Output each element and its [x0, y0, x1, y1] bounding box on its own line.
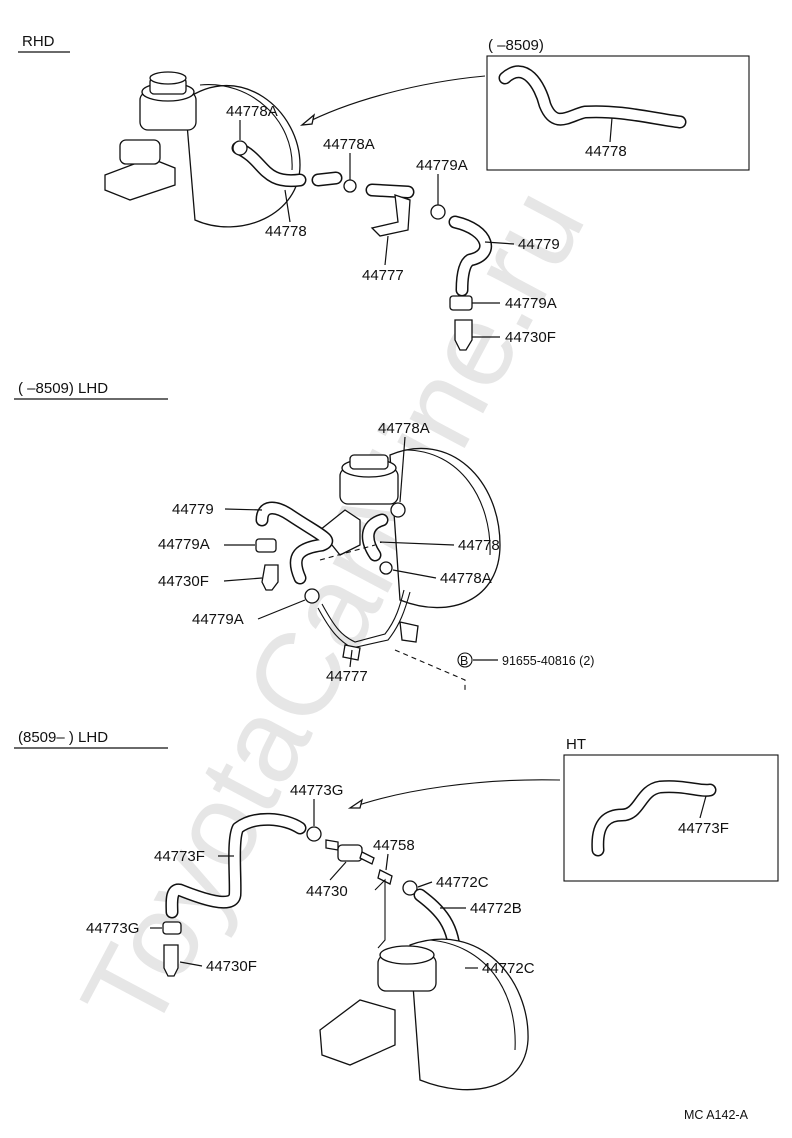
- check-valve-44730f: [454, 319, 473, 351]
- inset-box-rhd: [486, 55, 750, 171]
- brake-booster: [319, 878, 529, 1091]
- clamp-44778a: [232, 140, 248, 156]
- section-lhd-late: (8509– ) LHD HT: [14, 729, 779, 1091]
- clamp-44779a: [430, 204, 446, 220]
- label-inset-hose: 44773F: [678, 820, 729, 837]
- clamp-44773g-2: [162, 921, 182, 935]
- footer-code: MC A142-A: [684, 1108, 749, 1122]
- inset-box-ht: [563, 754, 779, 882]
- brake-booster: [104, 71, 301, 228]
- bolt-mark-circle: [457, 652, 473, 668]
- clamp-44779a: [255, 538, 277, 553]
- brake-booster: [319, 447, 501, 609]
- label-valve-f: 44730F: [206, 958, 257, 975]
- inset-arrow: [301, 75, 486, 126]
- label-valve: 44730: [306, 883, 348, 900]
- label-valve: 44730F: [505, 329, 556, 346]
- label-bracket: 44777: [326, 668, 368, 685]
- clamp-44779a-2: [304, 588, 320, 604]
- clamp-44778a-2: [343, 179, 357, 193]
- inset-arrow: [349, 779, 561, 809]
- clamp-44779a-lower: [449, 295, 473, 311]
- check-valve-44730: [337, 844, 363, 862]
- label-inset-hose: 44778: [585, 143, 627, 160]
- label-clamp-g2: 44773G: [86, 920, 139, 937]
- label-clamp-b: 44779A: [192, 611, 244, 628]
- inset-title: HT: [566, 736, 586, 753]
- bracket-44777: [317, 591, 411, 649]
- label-union: 44758: [373, 837, 415, 854]
- label-hose-f: 44773F: [154, 848, 205, 865]
- label-clamp-c: 44778A: [440, 570, 492, 587]
- label-clamp-a: 44779A: [158, 536, 210, 553]
- clamp-44778a-lower: [379, 561, 393, 575]
- label-clamp-c1: 44772C: [436, 874, 489, 891]
- check-valve-44730f: [163, 944, 179, 977]
- label-clamp-c2: 44772C: [482, 960, 535, 977]
- label-c1: 44778A: [378, 420, 430, 437]
- label-bolt: 91655-40816 (2): [502, 654, 594, 668]
- label-c1: 44778A: [226, 103, 278, 120]
- bolt-mark: B: [460, 654, 468, 668]
- label-valve: 44730F: [158, 573, 209, 590]
- check-valve-44730f: [261, 564, 279, 591]
- label-hose1: 44778: [265, 223, 307, 240]
- label-hose-b: 44778: [458, 537, 500, 554]
- inset-range: ( –8509): [488, 37, 544, 54]
- clamp-44773g: [306, 826, 322, 842]
- label-clamp-g1: 44773G: [290, 782, 343, 799]
- label-hose2: 44779: [518, 236, 560, 253]
- label-c2: 44778A: [323, 136, 375, 153]
- section-title-lhd-early: ( –8509) LHD: [18, 380, 108, 397]
- label-bracket: 44777: [362, 267, 404, 284]
- bracket-44777: [370, 194, 411, 237]
- section-lhd-early: ( –8509) LHD 44778A: [14, 380, 594, 690]
- label-hose-b: 44772B: [470, 900, 522, 917]
- clamp-44772c: [402, 880, 418, 896]
- label-clamp4: 44779A: [505, 295, 557, 312]
- clamp-44778a: [390, 502, 406, 518]
- section-title-lhd-late: (8509– ) LHD: [18, 729, 108, 746]
- section-rhd: RHD ( –850: [18, 33, 750, 351]
- label-clamp3: 44779A: [416, 157, 468, 174]
- label-hose-a: 44779: [172, 501, 214, 518]
- section-title-rhd: RHD: [22, 33, 55, 50]
- union-44758: [377, 869, 393, 885]
